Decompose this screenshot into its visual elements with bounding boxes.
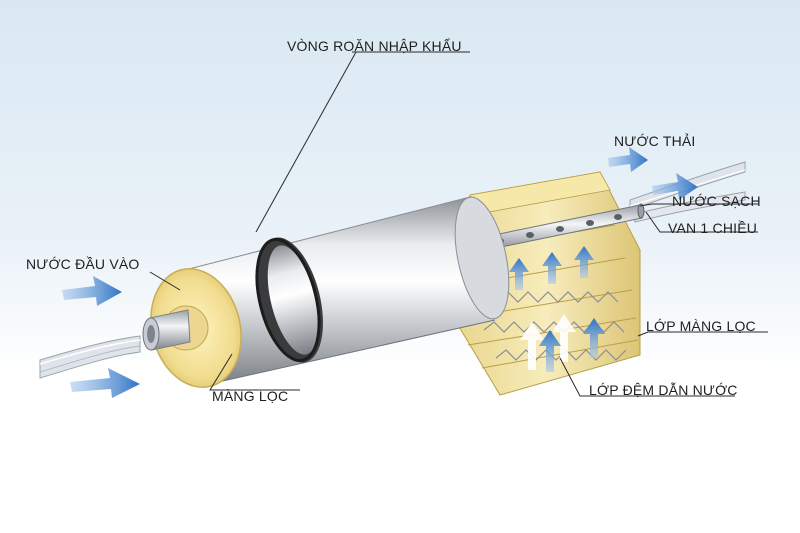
inlet-leader-line — [149, 271, 181, 291]
membrane-housing — [184, 196, 510, 386]
membrane-layer-leader-line — [637, 331, 768, 337]
gasket-ring — [255, 237, 323, 363]
membrane-layer-label: LỚP MÀNG LỌC — [646, 318, 756, 334]
gasket-label: VÒNG ROĂN NHẬP KHẨU — [287, 38, 462, 54]
membrane-leader-line — [209, 353, 300, 391]
gasket-leader-line — [255, 51, 357, 233]
waste-water-label: NƯỚC THẢI — [614, 133, 696, 149]
membrane-label: MÀNG LỌC — [212, 388, 289, 404]
inlet-label: NƯỚC ĐẦU VÀO — [26, 256, 140, 272]
spacer-leader-line — [559, 357, 735, 397]
check-valve-label: VAN 1 CHIỀU — [668, 220, 758, 236]
inlet-flow-arrows — [62, 276, 140, 398]
inlet-water-stream — [39, 335, 141, 379]
clean-water-label: NƯỚC SẠCH — [672, 193, 761, 209]
clean-leader-line — [639, 203, 758, 207]
permeate-flow-arrows — [509, 246, 605, 372]
spacer-layer-label: LỚP ĐỆM DẪN NƯỚC — [589, 382, 738, 398]
outlet-flow-arrows — [608, 147, 698, 200]
valve-leader-line — [645, 211, 758, 233]
inlet-pipe — [142, 309, 191, 351]
leader-lines — [149, 51, 768, 397]
